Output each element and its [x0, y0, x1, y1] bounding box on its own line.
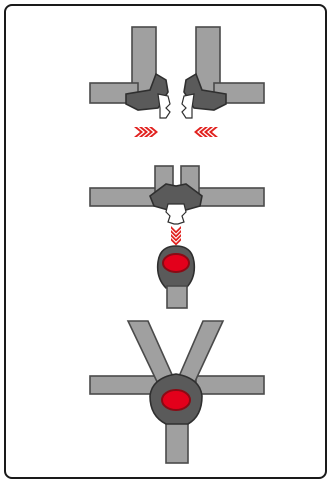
arrow-stripe: [149, 127, 158, 137]
left-tongue-clip: [125, 72, 169, 111]
arrow-stripe: [134, 127, 143, 137]
arrow-stripe: [171, 226, 181, 234]
push-arrow-icon: [194, 127, 218, 137]
arrow-stripe: [194, 127, 203, 137]
push-arrow-icon: [171, 226, 181, 246]
release-button: [161, 389, 191, 411]
release-button: [162, 253, 190, 273]
buckle-tongue-icon: [181, 93, 195, 119]
push-arrow-icon: [134, 127, 158, 137]
arrow-stripe: [199, 127, 208, 137]
arrow-stripe: [209, 127, 218, 137]
right-waist-strap: [195, 375, 265, 395]
step-1-align-tongues: [89, 26, 265, 137]
left-waist-strap: [89, 375, 159, 395]
buckle-tongue-icon: [165, 203, 187, 225]
joined-tongue-clip: [149, 183, 203, 211]
buckle-tongue-icon: [157, 93, 171, 119]
step-2-join-and-insert: [89, 165, 265, 309]
arrow-stripe: [204, 127, 213, 137]
panel-border: [4, 4, 327, 479]
clasp-lower-strap: [166, 285, 188, 309]
arrow-stripe: [144, 127, 153, 137]
arrow-stripe: [171, 230, 181, 238]
arrow-stripe: [139, 127, 148, 137]
step-3-fastened: [89, 320, 265, 464]
left-waist-strap: [89, 187, 161, 207]
right-waist-strap: [193, 187, 265, 207]
arrow-stripe: [171, 238, 181, 246]
right-tongue-clip: [183, 72, 227, 111]
arrow-stripe: [171, 234, 181, 242]
